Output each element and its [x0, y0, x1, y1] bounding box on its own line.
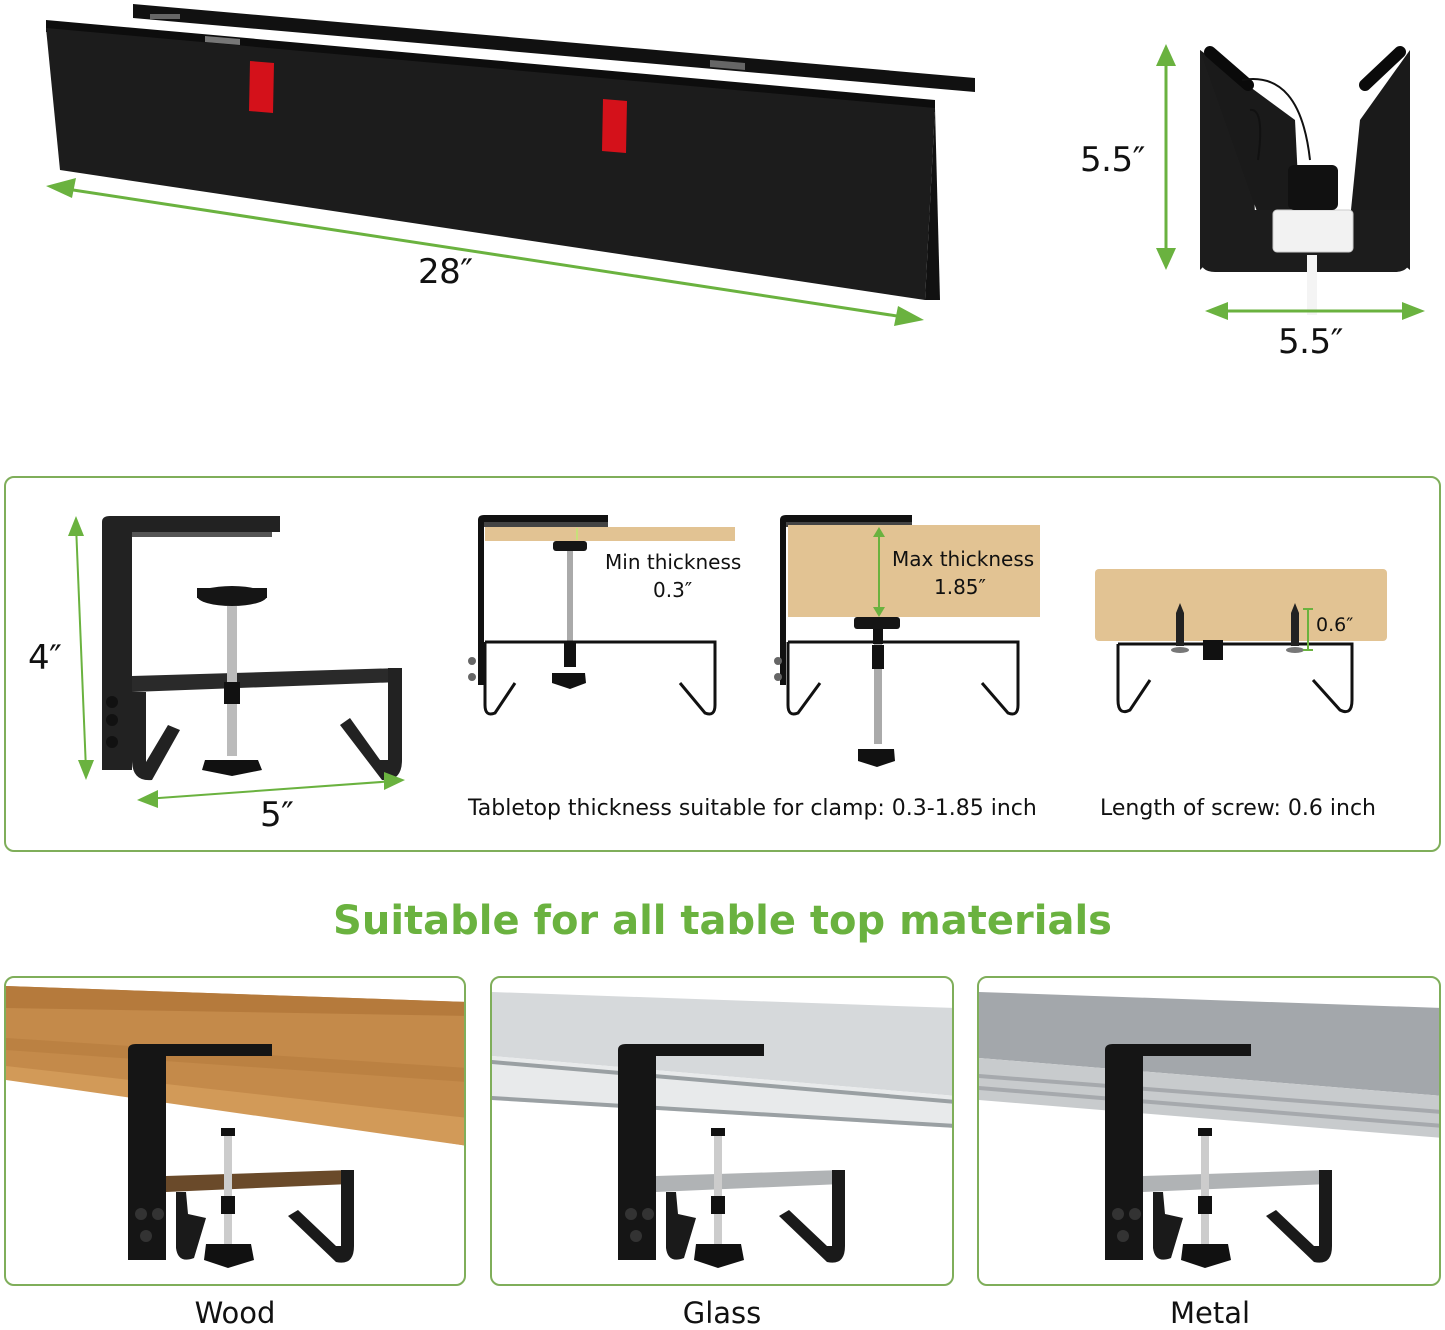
min-thickness-value: 0.3″ — [653, 578, 693, 602]
max-thickness-title: Max thickness — [892, 547, 1035, 571]
material-label-metal: Metal — [1169, 1296, 1251, 1330]
thickness-caption: Tabletop thickness suitable for clamp: 0… — [468, 796, 1037, 821]
screw-length-value: 0.6″ — [1316, 614, 1354, 636]
max-thickness-diagram — [774, 515, 1040, 767]
material-card-metal — [977, 976, 1441, 1286]
material-card-glass — [490, 976, 954, 1286]
max-thickness-value: 1.85″ — [934, 575, 987, 599]
min-thickness-title: Min thickness — [605, 550, 742, 574]
min-thickness-diagram — [468, 515, 735, 716]
clamp-height-label: 4″ — [28, 638, 62, 678]
metal-tabletop-clamp-illustration — [979, 992, 1439, 1268]
tray-side-width-label: 5.5″ — [1278, 322, 1343, 362]
material-label-wood: Wood — [194, 1296, 276, 1330]
screw-length-diagram — [1095, 569, 1387, 714]
clamp-dimension-arrows — [68, 516, 405, 808]
materials-headline: Suitable for all table top materials — [333, 898, 1112, 944]
side-dimension-arrows — [1156, 44, 1425, 320]
length-arrow — [46, 178, 924, 326]
tray-length-label: 28″ — [418, 252, 473, 292]
tray-side-view-illustration — [1200, 46, 1410, 315]
cable-tray-illustration — [46, 4, 975, 300]
clamp-width-label: 5″ — [260, 795, 294, 835]
material-label-glass: Glass — [682, 1296, 762, 1330]
material-card-wood — [4, 976, 466, 1286]
wood-tabletop-clamp-illustration — [6, 986, 464, 1268]
glass-tabletop-clamp-illustration — [492, 992, 952, 1268]
screw-caption: Length of screw: 0.6 inch — [1100, 796, 1376, 821]
tray-side-height-label: 5.5″ — [1080, 140, 1145, 180]
clamp-illustration — [102, 516, 402, 781]
